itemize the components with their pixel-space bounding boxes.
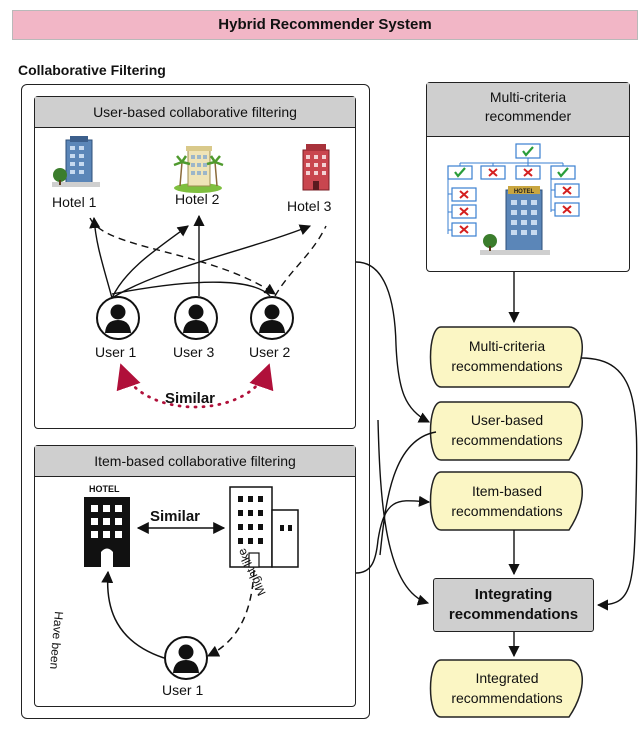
user-2-avatar bbox=[250, 296, 294, 340]
hotel-2-label: Hotel 2 bbox=[175, 191, 220, 207]
user-1-avatar bbox=[96, 296, 140, 340]
multi-criteria-hotel-icon: HOTEL bbox=[480, 186, 550, 255]
user-similar-label: Similar bbox=[165, 390, 216, 407]
user-2-label: User 2 bbox=[249, 344, 291, 360]
user-1-label: User 1 bbox=[95, 344, 137, 360]
user-hotel-connectors bbox=[89, 214, 327, 299]
black-hotel-icon bbox=[84, 497, 130, 567]
user-based-recs-doc bbox=[429, 401, 583, 461]
hotel-2-icon bbox=[173, 146, 224, 193]
hotel-3-icon bbox=[302, 144, 330, 191]
multi-criteria-header-line2: recommender bbox=[484, 108, 572, 124]
collaborative-filtering-label: Collaborative Filtering bbox=[18, 62, 166, 78]
item-user-1-avatar bbox=[164, 636, 208, 680]
user-based-panel-header: User-based collaborative filtering bbox=[35, 97, 355, 128]
hotel-1-label: Hotel 1 bbox=[52, 194, 97, 210]
flow-connectors bbox=[355, 261, 638, 658]
diagram-title: Hybrid Recommender System bbox=[12, 10, 638, 40]
integrating-line2: recommendations bbox=[448, 606, 579, 623]
hotel-1-icon bbox=[52, 136, 100, 187]
collaborative-filtering-frame bbox=[21, 84, 370, 719]
user-3-label: User 3 bbox=[173, 344, 215, 360]
white-hotel-icon bbox=[229, 486, 299, 568]
criteria-check-marks bbox=[454, 146, 569, 178]
hotel-3-label: Hotel 3 bbox=[287, 198, 332, 214]
criteria-cross-marks bbox=[459, 168, 572, 234]
might-like-arrow bbox=[206, 569, 255, 657]
multi-criteria-recs-doc bbox=[429, 326, 583, 388]
similar-users-arc bbox=[116, 363, 274, 409]
multi-criteria-recommender-header: Multi-criteria recommender bbox=[427, 83, 629, 137]
integrating-line1: Integrating bbox=[474, 586, 553, 603]
recommendation-documents bbox=[429, 326, 583, 718]
item-based-recs-doc bbox=[429, 471, 583, 531]
mc-hotel-sign: HOTEL bbox=[514, 189, 535, 195]
user-3-avatar bbox=[174, 296, 218, 340]
integrated-recs-doc bbox=[429, 659, 583, 718]
hotel-sign-label: HOTEL bbox=[89, 484, 120, 494]
multi-criteria-header-line1: Multi-criteria bbox=[489, 89, 567, 105]
have-been-arrow bbox=[101, 570, 165, 659]
item-similar-label: Similar bbox=[150, 508, 201, 525]
integrating-recommendations-box: Integrating recommendations bbox=[433, 578, 594, 632]
item-user-1-label: User 1 bbox=[162, 682, 204, 698]
item-based-panel-header: Item-based collaborative filtering bbox=[35, 446, 355, 477]
